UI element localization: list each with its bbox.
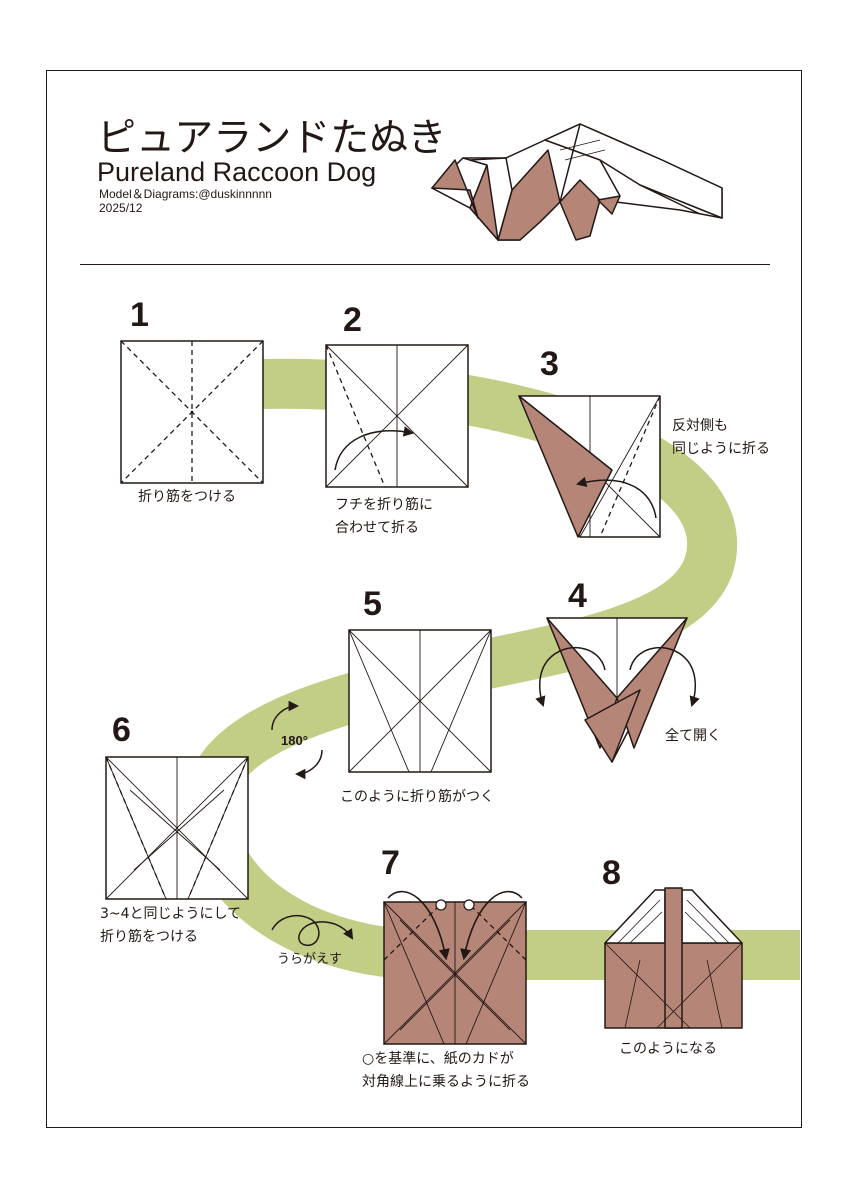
step6-caption: 3~4と同じようにして 折り筋をつける — [100, 906, 242, 945]
turn-over-label: うらがえす — [277, 952, 343, 967]
step8-caption: このようになる — [619, 1041, 717, 1057]
step7-square — [383, 890, 527, 1045]
date-line: 2025/12 — [99, 201, 143, 215]
step4-number: 4 — [568, 577, 587, 615]
step5-number: 5 — [363, 585, 382, 623]
step2-square — [325, 344, 469, 488]
step2-fold-arrow — [334, 426, 415, 471]
step8-shape — [604, 887, 743, 1029]
rotate-180-label: 180° — [281, 733, 308, 748]
header-divider — [80, 264, 770, 265]
green-path — [184, 358, 800, 980]
step1-number: 1 — [130, 296, 149, 334]
step7-fold-arrow-left — [387, 890, 450, 961]
turn-over-icon — [271, 914, 354, 946]
step7-caption: ○を基準に、紙のカドが 対角線上に乗るように折る — [362, 1051, 530, 1090]
step7-fold-arrow-right — [460, 890, 523, 961]
step6-square — [105, 756, 249, 900]
page-frame — [46, 70, 802, 1128]
step1-square — [120, 340, 264, 484]
step5-square — [348, 629, 492, 773]
title-english: Pureland Raccoon Dog — [97, 157, 377, 187]
step4-unfold-arrow-right — [629, 646, 700, 707]
step2-number: 2 — [343, 301, 362, 339]
step3-number: 3 — [540, 345, 559, 383]
raccoon-model-illustration — [431, 123, 723, 241]
step1-caption: 折り筋をつける — [138, 489, 236, 505]
step4-shape — [535, 617, 700, 763]
rotate-180-icon — [271, 700, 323, 780]
step5-caption: このように折り筋がつく — [340, 789, 494, 805]
step6-number: 6 — [112, 711, 131, 749]
step7-number: 7 — [381, 844, 400, 882]
step4-unfold-arrow-left — [535, 646, 606, 707]
title-japanese: ピュアランドたぬき — [97, 116, 447, 161]
step4-caption: 全て開く — [665, 728, 721, 744]
step8-number: 8 — [602, 854, 621, 892]
step3-fold-arrow — [575, 476, 657, 519]
credit-line: Model＆Diagrams:@duskinnnnn — [99, 187, 272, 201]
step3-shape — [518, 395, 661, 538]
step2-caption: フチを折り筋に 合わせて折る — [335, 497, 433, 536]
step3-caption: 反対側も 同じように折る — [672, 418, 770, 457]
